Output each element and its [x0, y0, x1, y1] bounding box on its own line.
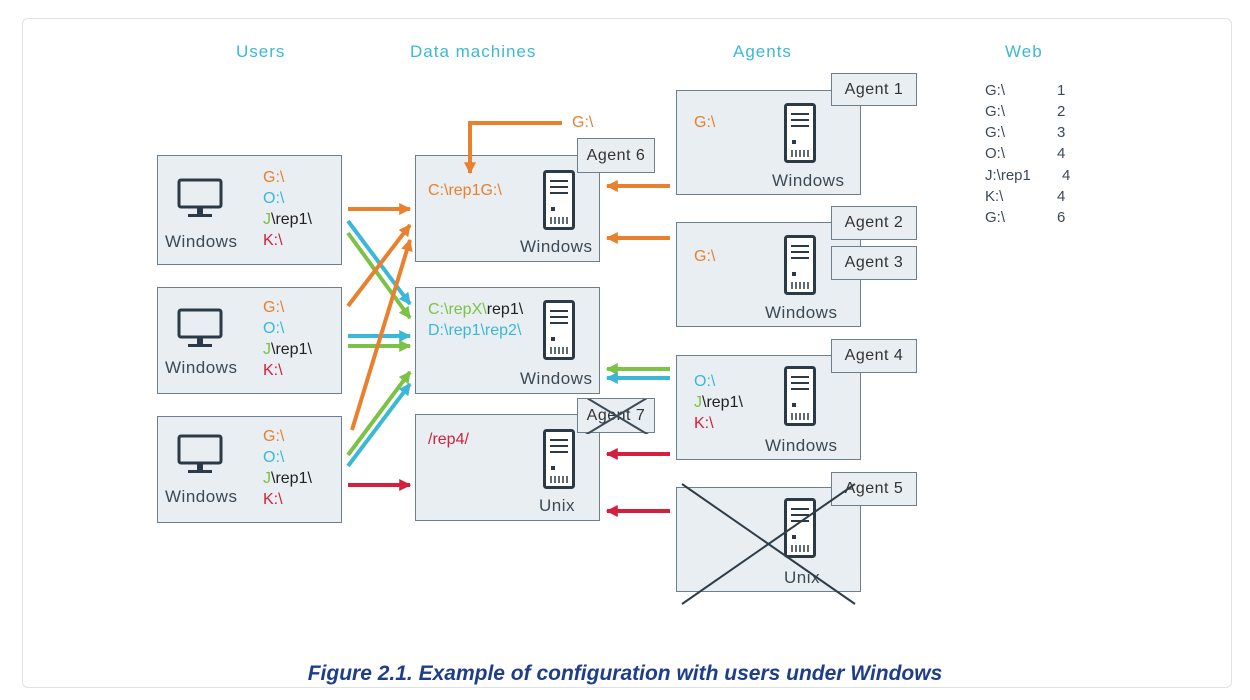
drive-k: K:\ [694, 415, 714, 432]
column-header-agents: Agents [733, 42, 792, 61]
web-row: O:\4 [985, 145, 1066, 162]
monitor-icon [177, 178, 223, 217]
figure-caption: Figure 2.1. Example of configuration wit… [307, 662, 943, 685]
os-label: Windows [165, 487, 238, 506]
os-label: Windows [165, 232, 238, 251]
arrow-user3-g [350, 238, 413, 431]
agent-tag-1: Agent 1 [831, 73, 917, 106]
agent-tag-7: Agent 7 [577, 398, 655, 434]
agent-tag-4: Agent 4 [831, 339, 917, 373]
data-machine-1: C:\rep1G:\ Windows [415, 155, 600, 262]
data-machine-2: C:\repX\rep1\ D:\rep1\rep2\ Windows [415, 287, 600, 394]
agent-machine-1: G:\ Windows [676, 90, 861, 195]
web-row: G:\6 [985, 209, 1066, 226]
share-path: /rep4/ [428, 431, 469, 448]
monitor-icon [177, 308, 223, 347]
drive-g: G:\ [263, 428, 285, 445]
drive-g: G:\ [263, 299, 285, 316]
agent-machine-2: G:\ Windows [676, 222, 861, 327]
column-header-web: Web [1005, 42, 1043, 61]
drive-k: K:\ [263, 232, 283, 249]
drive-g: G:\ [694, 248, 716, 265]
web-row: G:\3 [985, 124, 1066, 141]
agent-machine-5: Unix [676, 487, 861, 592]
server-icon [784, 498, 816, 558]
drive-o: O:\ [263, 190, 285, 207]
agent-tag-2: Agent 2 [831, 206, 917, 240]
agent-tag-6: Agent 6 [577, 138, 655, 173]
server-icon [784, 366, 816, 426]
agent-tag-3: Agent 3 [831, 246, 917, 280]
server-icon [784, 235, 816, 295]
arrow-user3-o [346, 382, 412, 468]
share-path: C:\rep1G:\ [428, 182, 502, 199]
agent-tag-5: Agent 5 [831, 472, 917, 506]
os-label: Windows [765, 303, 838, 322]
drive-k: K:\ [263, 362, 283, 379]
disabled-cross-icon [585, 399, 649, 434]
share-path-2: D:\rep1\rep2\ [428, 322, 522, 339]
drive-g: G:\ [694, 114, 716, 131]
drive-k: K:\ [263, 491, 283, 508]
drive-j: J\rep1\ [263, 341, 312, 358]
share-path-1: C:\repX\rep1\ [428, 301, 524, 318]
user-machine-2: Windows G:\ O:\ J\rep1\ K:\ [157, 287, 342, 394]
agent5-cross-line [681, 483, 856, 605]
column-header-users: Users [236, 42, 286, 61]
os-label: Unix [539, 496, 576, 515]
drive-o: O:\ [263, 320, 285, 337]
drive-j: J\rep1\ [263, 470, 312, 487]
agent-machine-4: O:\ J\rep1\ K:\ Windows [676, 355, 861, 460]
os-label: Windows [165, 358, 238, 377]
os-label: Windows [772, 171, 845, 190]
os-label: Windows [765, 436, 838, 455]
web-row: G:\2 [985, 103, 1066, 120]
server-icon [784, 103, 816, 163]
arrow-user2-g [346, 223, 412, 308]
column-header-data-machines: Data machines [410, 42, 537, 61]
web-row: G:\1 [985, 82, 1066, 99]
server-icon [543, 300, 575, 360]
drive-g: G:\ [263, 169, 285, 186]
user-machine-3: Windows G:\ O:\ J\rep1\ K:\ [157, 416, 342, 523]
os-label: Windows [520, 237, 593, 256]
web-row: K:\4 [985, 188, 1066, 205]
drive-o: O:\ [263, 449, 285, 466]
drive-j: J\rep1\ [694, 394, 743, 411]
data-machine-3: /rep4/ Unix [415, 414, 600, 521]
monitor-icon [177, 434, 223, 473]
user-machine-1: Windows G:\ O:\ J\rep1\ K:\ [157, 155, 342, 265]
drive-o: O:\ [694, 373, 716, 390]
drive-j: J\rep1\ [263, 211, 312, 228]
server-icon [543, 170, 575, 230]
os-label: Windows [520, 369, 593, 388]
arrow-user1-j [346, 231, 412, 320]
arrow-incoming-g [464, 121, 562, 175]
incoming-share-label: G:\ [572, 114, 594, 131]
server-icon [543, 429, 575, 489]
